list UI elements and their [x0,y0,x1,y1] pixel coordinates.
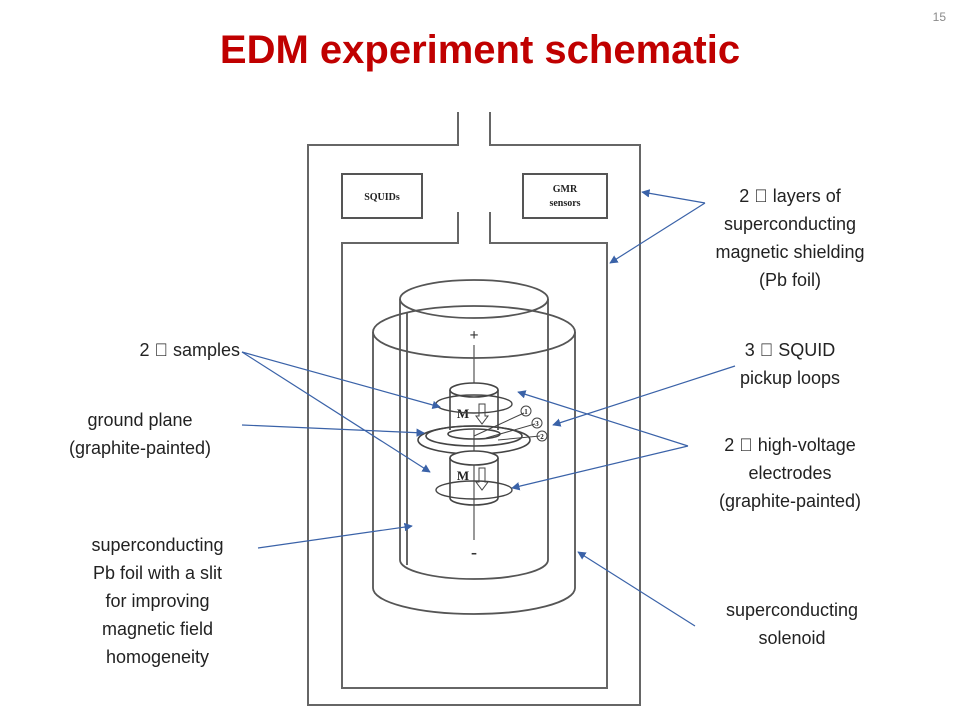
pb-foil-cylinder [399,279,549,580]
squid-pickup-loops [473,405,548,442]
arrow-samples-top [241,351,441,410]
gmr-box-label-2: sensors [549,198,580,209]
magnet-label-top: M [457,406,469,421]
arrow-shield-inner [609,202,706,264]
magnet-arrow-top [475,403,489,425]
arrow-electrode-bottom [511,445,689,491]
arrow-ground-plane [241,424,425,437]
loop-1-label: 1 [524,408,528,416]
arrow-shield-outer [641,189,706,204]
label-samples: 2  samples [139,340,240,360]
squids-box-label: SQUIDs [364,192,400,203]
arrow-electrode-top [517,390,689,447]
label-solenoid: superconducting solenoid [725,600,859,648]
slide-number: 15 [932,10,946,24]
label-electrodes: 2  high-voltage electrodes (graphite-pa… [718,435,862,511]
gmr-box [522,173,608,219]
label-pb-foil: superconducting Pb foil with a slit for … [91,535,224,667]
label-ground-plane: ground plane (graphite-painted) [68,410,212,458]
slide-title: EDM experiment schematic [219,28,741,72]
plus-sign: + [469,327,478,344]
callout-arrows [241,189,736,627]
arrow-pb-foil [257,522,413,549]
loop-3-label: 3 [535,420,539,428]
arrow-solenoid [577,551,696,627]
label-shielding: 2  layers of superconducting magnetic s… [715,186,865,290]
label-squid-loops: 3  SQUID pickup loops [739,340,841,388]
magnet-arrow-bottom [475,467,489,491]
bottom-sample [449,450,499,506]
inner-shield [341,212,608,689]
magnet-label-bottom: M [457,468,469,483]
squids-box [341,173,423,219]
minus-sign: - [471,542,477,562]
outer-shield [307,112,641,706]
solenoid-cylinder [372,305,576,615]
arrow-squid-loops [552,365,736,427]
top-sample [449,382,499,430]
gmr-box-label-1: GMR [553,184,578,195]
arrow-samples-bottom [241,351,431,473]
loop-2-label: 2 [540,433,544,441]
